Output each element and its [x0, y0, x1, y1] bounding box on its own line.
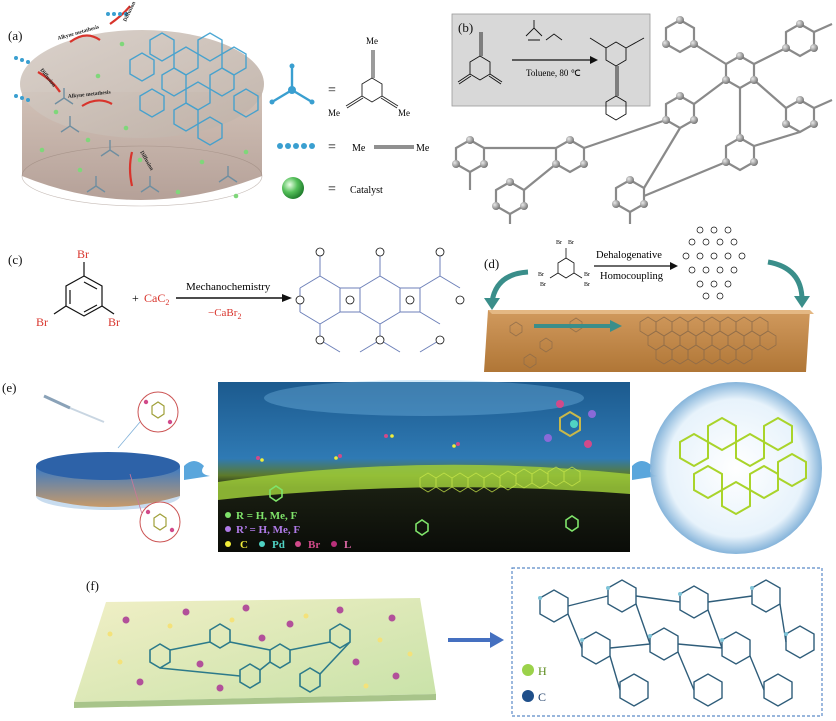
panel-a-illustration: Alkyne metathesis Diffusion Diffusion Al… [14, 1, 430, 207]
network-on-slab [639, 316, 777, 365]
panel-b-illustration: Toluene, 80 ℃ [451, 13, 833, 224]
pipette [43, 394, 71, 410]
panel-e: (e) [0, 378, 836, 556]
reagent: CaC [144, 291, 165, 305]
product-bubble [650, 382, 822, 554]
d-br-5: Br [584, 272, 590, 278]
sheet-atoms [122, 604, 400, 692]
panel-label-c: (c) [8, 252, 23, 267]
eq-3: = [328, 182, 336, 197]
legend-h: H [538, 664, 547, 678]
svg-text:CaC2: CaC2 [144, 291, 169, 307]
legend-h-sphere [522, 664, 534, 676]
panel-label-e: (e) [2, 380, 17, 395]
panel-f-illustration: H C [74, 567, 823, 717]
substrate-sheet [74, 598, 436, 702]
panel-c-illustration: Br Br Br + CaC2 Mechanochemistry −CaBr2 [36, 247, 465, 353]
reaction-condition: Toluene, 80 ℃ [526, 68, 581, 78]
atom-c-dot [225, 541, 231, 547]
panel-label-d: (d) [484, 256, 500, 271]
atom-c: C [240, 539, 248, 551]
interface-network [419, 466, 581, 493]
diyne-molecules [14, 12, 128, 102]
legend-r: R = H, Me, F [236, 510, 298, 522]
triyne-structure [345, 50, 399, 109]
diyne-left: Me [352, 143, 366, 154]
zoom-circle-top [137, 391, 179, 433]
d-product-network [682, 226, 746, 300]
bubble-network [679, 416, 807, 516]
atom-pd: Pd [272, 539, 285, 551]
catalyst-label: Catalyst [350, 185, 383, 196]
wave-arrow-1 [184, 461, 210, 480]
arrow-label-4: Alkyne metathesis [68, 90, 111, 100]
panel-label-f: (f) [86, 578, 99, 593]
gdy-network [299, 252, 461, 353]
panel-c: (c) Br Br Br + CaC2 Mechanochemistry −Ca… [0, 228, 470, 364]
panel-d: Br Br Br Br Br Br Dehalogenative Homocou… [470, 222, 836, 378]
catalyst-dots [39, 41, 249, 199]
panel-label-a: (a) [8, 28, 23, 43]
arrow-top-label: Mechanochemistry [186, 281, 271, 293]
d-br-2: Br [568, 240, 574, 246]
d-br-6: Br [584, 282, 590, 288]
panel-a: (a) [0, 0, 440, 225]
eq-1: = [328, 83, 336, 98]
gray-atoms [452, 16, 818, 210]
curved-arrow-left [489, 269, 529, 303]
sheet-network [149, 623, 351, 693]
atom-l-dot [331, 541, 337, 547]
legend-r-prime: R’ = H, Me, F [236, 524, 300, 536]
panel-label-b: (b) [458, 20, 474, 35]
svg-text:−CaBr2: −CaBr2 [208, 307, 241, 321]
framework-network [129, 32, 259, 146]
panel-f: (f) [0, 566, 836, 721]
d-br-3: Br [538, 272, 544, 278]
panel-e-illustration: R = H, Me, F R’ = H, Me, F C Pd Br L [36, 380, 822, 554]
br-top: Br [77, 247, 89, 261]
zoom-frame [511, 567, 823, 717]
atom-l: L [344, 539, 351, 551]
curved-arrow-right [767, 259, 805, 301]
diyne-right: Me [416, 143, 430, 154]
eq-2: = [328, 140, 336, 155]
br-right: Br [108, 315, 120, 329]
legend-c-sphere [522, 690, 534, 702]
floating-molecule [559, 410, 581, 438]
arrow-bottom-label: −CaBr [208, 307, 238, 319]
legend-r-dot [225, 512, 231, 518]
panel-d-illustration: Br Br Br Br Br Br Dehalogenative Homocou… [484, 226, 814, 372]
petri-dish [36, 452, 180, 480]
zoom-circle-bottom [139, 501, 181, 543]
arrow-bottom-sub: 2 [237, 312, 241, 321]
legend-c: C [538, 690, 546, 704]
d-br-4: Br [540, 282, 546, 288]
zoom-network [539, 579, 815, 707]
monomers [54, 88, 238, 193]
br-left: Br [36, 315, 48, 329]
legend-r-prime-dot [225, 526, 231, 532]
atom-pd-dot [259, 541, 265, 547]
d-arrow-bottom: Homocoupling [600, 271, 664, 282]
substrate-slab [484, 310, 810, 372]
plus-sign: + [132, 291, 139, 305]
d-arrow-top: Dehalogenative [596, 250, 662, 261]
catalyst-sphere-icon [282, 177, 304, 199]
panel-b: Toluene, 80 ℃ [440, 0, 836, 225]
me-right: Me [398, 108, 410, 118]
d-br-1: Br [556, 240, 562, 246]
triyne-monomer-icon [271, 66, 313, 104]
process-arrows [37, 5, 134, 187]
me-left: Me [328, 108, 340, 118]
atom-br: Br [308, 539, 320, 551]
atom-br-dot [295, 541, 301, 547]
reagent-sub: 2 [165, 298, 169, 307]
gray-framework [454, 18, 833, 224]
gdy-nodes [295, 247, 465, 345]
me-top: Me [366, 36, 378, 46]
diyne-icon [277, 143, 315, 149]
